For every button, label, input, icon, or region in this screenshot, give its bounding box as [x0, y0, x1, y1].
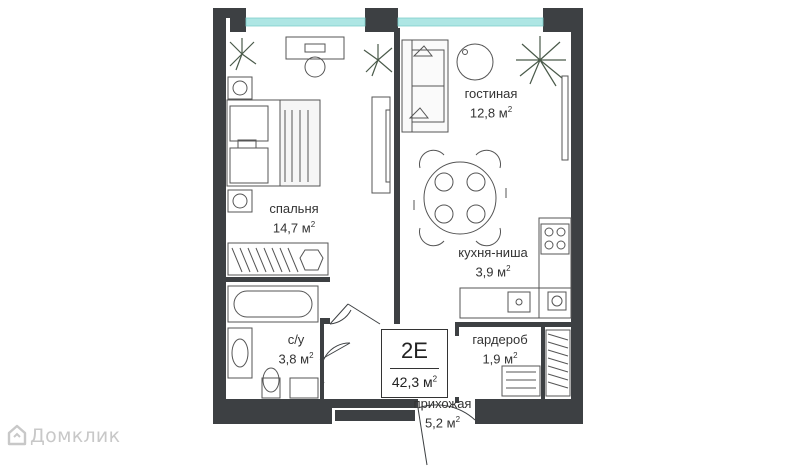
room-label-wardrobe: гардероб 1,9 м2	[455, 332, 545, 367]
washer	[289, 377, 319, 399]
coffee-table	[456, 43, 494, 81]
watermark-text: Домклик	[30, 425, 121, 447]
bottom-storage	[228, 405, 415, 421]
room-area: 3,8 м	[278, 351, 310, 367]
wardrobe-room-shelves	[501, 329, 571, 397]
apartment-total-area: 42,3 м	[391, 374, 433, 390]
room-name: прихожая	[413, 396, 472, 411]
room-label-living: гостиная 12,8 м2	[446, 86, 536, 121]
room-area: 3,9 м	[475, 264, 507, 280]
area-unit: 2	[455, 415, 461, 424]
desk	[285, 36, 345, 78]
plant-icons	[229, 36, 566, 87]
apartment-info-box: 2E 42,3 м2	[381, 329, 448, 398]
area-unit: 2	[432, 374, 438, 384]
bed	[226, 99, 321, 187]
room-area: 12,8 м	[469, 105, 508, 121]
nightstands	[227, 76, 253, 213]
tv-unit	[561, 75, 569, 161]
room-label-kitchen: кухня-ниша 3,9 м2	[438, 245, 548, 280]
room-area: 5,2 м	[424, 415, 456, 431]
sofa	[401, 39, 449, 133]
bathtub	[227, 285, 319, 323]
windows	[245, 17, 544, 27]
divider	[390, 368, 439, 369]
tv-stand	[371, 96, 391, 194]
room-name: спальня	[269, 201, 319, 216]
area-unit: 2	[506, 264, 511, 273]
room-name: гостиная	[464, 86, 518, 101]
room-area: 1,9 м	[482, 351, 514, 367]
area-unit: 2	[309, 351, 314, 360]
area-unit: 2	[310, 220, 316, 229]
room-label-bedroom: спальня 14,7 м2	[249, 201, 339, 236]
apartment-code: 2E	[401, 338, 428, 363]
bedroom-wardrobe	[227, 242, 329, 276]
room-label-hallway: прихожая 5,2 м2	[395, 396, 490, 431]
sink	[227, 327, 253, 379]
room-name: с/у	[287, 332, 305, 347]
area-unit: 2	[507, 105, 513, 114]
doors	[319, 303, 476, 466]
kitchen-unit	[459, 217, 572, 319]
area-unit: 2	[513, 351, 518, 360]
domclick-logo-icon	[7, 424, 27, 446]
room-area: 14,7 м	[272, 220, 311, 236]
room-label-bathroom: с/у 3,8 м2	[256, 332, 336, 367]
toilet	[261, 367, 281, 399]
dining-table	[413, 149, 507, 247]
room-name: гардероб	[472, 332, 528, 347]
hallway-bench	[500, 405, 570, 421]
room-name: кухня-ниша	[458, 245, 528, 260]
